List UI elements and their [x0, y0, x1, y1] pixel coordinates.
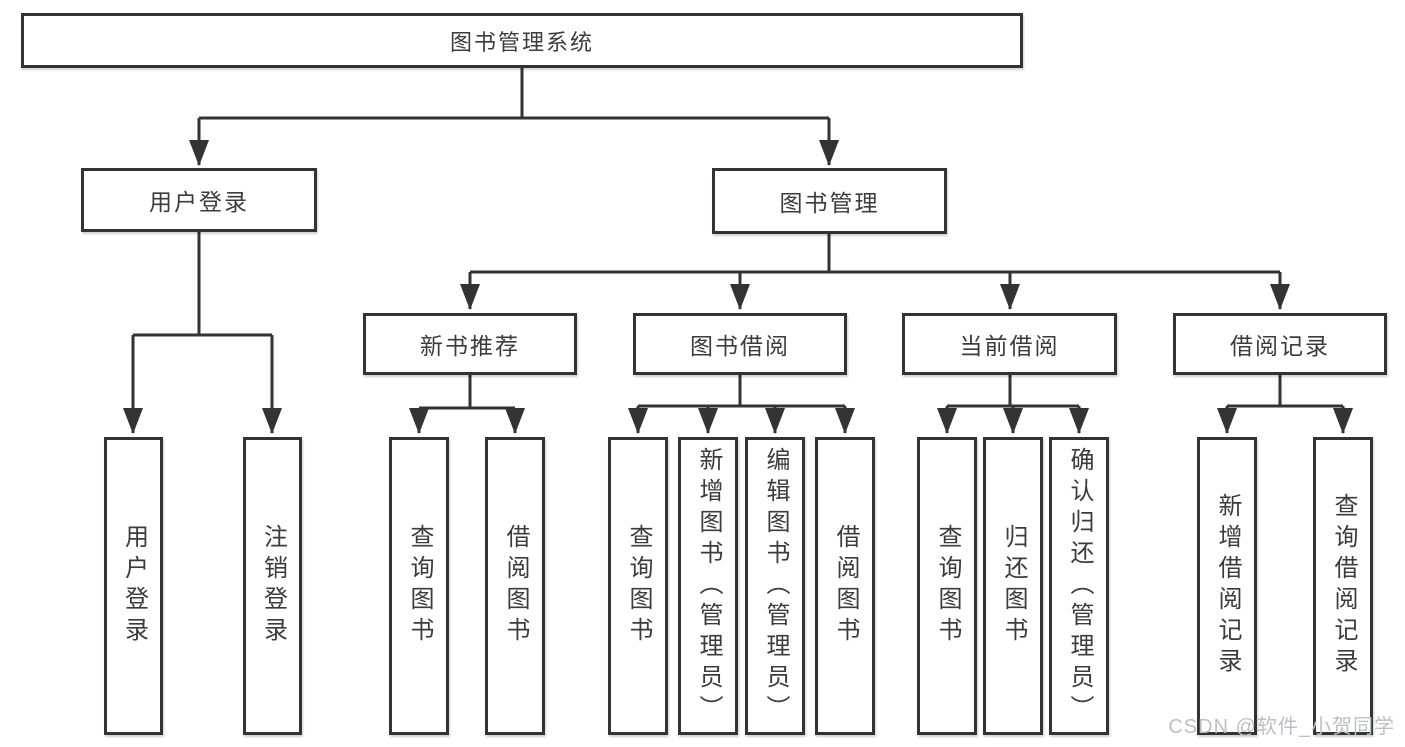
leaf-borrow-add-books-admin-label: 新增图书（管理员）	[695, 446, 722, 726]
node-new-book-recommend-label: 新书推荐	[420, 333, 520, 359]
leaf-current-confirm-return-admin: 确认归还（管理员）	[1049, 437, 1109, 735]
node-book-borrowing-label: 图书借阅	[690, 333, 790, 359]
node-borrowing-records: 借阅记录	[1173, 313, 1387, 375]
leaf-records-add-record-label: 新增借阅记录	[1214, 493, 1241, 679]
leaf-borrow-query-books-label: 查询图书	[625, 524, 652, 648]
node-book-borrowing: 图书借阅	[633, 313, 847, 375]
node-book-management-label: 图书管理	[779, 190, 880, 216]
node-library-management-system-label: 图书管理系统	[449, 29, 594, 55]
node-current-borrowing-label: 当前借阅	[959, 333, 1060, 359]
leaf-records-add-record: 新增借阅记录	[1197, 437, 1257, 735]
leaf-newbook-borrow-books-label: 借阅图书	[502, 524, 529, 648]
leaf-newbook-borrow-books: 借阅图书	[485, 437, 545, 735]
leaf-current-query-books: 查询图书	[917, 437, 977, 735]
leaf-current-query-books-label: 查询图书	[934, 524, 961, 648]
node-user-login-label: 用户登录	[149, 189, 249, 215]
leaf-records-query-record: 查询借阅记录	[1313, 437, 1373, 735]
leaf-borrow-add-books-admin: 新增图书（管理员）	[678, 437, 738, 735]
leaf-borrow-borrow-books: 借阅图书	[815, 437, 875, 735]
leaf-newbook-query-books-label: 查询图书	[406, 524, 433, 648]
leaf-borrow-query-books: 查询图书	[608, 437, 668, 735]
leaf-borrow-borrow-books-label: 借阅图书	[832, 524, 859, 648]
node-current-borrowing: 当前借阅	[902, 313, 1117, 375]
leaf-borrow-edit-books-admin: 编辑图书（管理员）	[745, 437, 805, 735]
csdn-watermark: CSDN @软件_小贺同学	[1168, 716, 1395, 738]
leaf-current-return-books: 归还图书	[983, 437, 1043, 735]
leaf-logout: 注销登录	[243, 437, 302, 735]
leaf-user-login-label: 用户登录	[120, 524, 148, 648]
node-user-login: 用户登录	[81, 168, 317, 232]
node-library-management-system: 图书管理系统	[21, 13, 1023, 68]
node-book-management: 图书管理	[712, 168, 947, 234]
leaf-current-return-books-label: 归还图书	[1000, 524, 1027, 648]
leaf-current-confirm-return-admin-label: 确认归还（管理员）	[1066, 446, 1093, 726]
node-borrowing-records-label: 借阅记录	[1230, 333, 1330, 359]
leaf-logout-label: 注销登录	[259, 524, 287, 648]
leaf-borrow-edit-books-admin-label: 编辑图书（管理员）	[762, 446, 789, 726]
leaf-newbook-query-books: 查询图书	[389, 437, 449, 735]
leaf-records-query-record-label: 查询借阅记录	[1330, 493, 1357, 679]
leaf-user-login: 用户登录	[104, 437, 163, 735]
node-new-book-recommend: 新书推荐	[363, 313, 577, 375]
